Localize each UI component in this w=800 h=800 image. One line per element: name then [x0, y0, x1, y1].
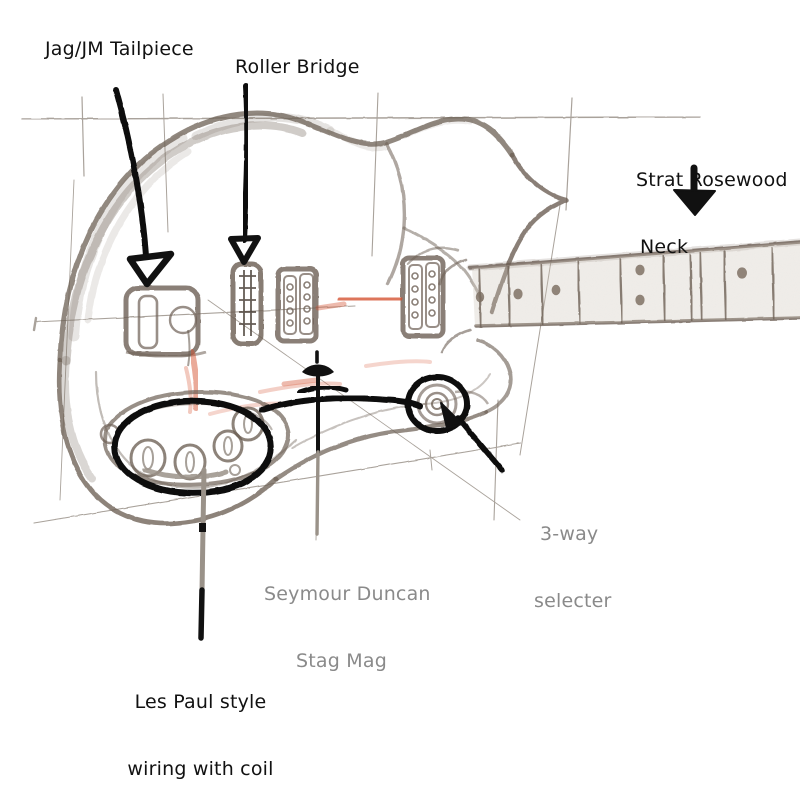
leader-strat-rosewood-neck: [673, 164, 716, 216]
leader-seymour-duncan: [297, 368, 349, 536]
annotation-les-paul-line2: wiring with coil: [127, 758, 274, 781]
jag-jm-tailpiece: [123, 285, 207, 367]
annotation-strat-rosewood-neck-line1: Strat Rosewood: [636, 168, 788, 191]
guitar-neck: [406, 238, 800, 354]
annotation-roller-bridge: Roller Bridge: [235, 56, 360, 78]
leader-les-paul-wiring: [142, 467, 229, 641]
annotation-les-paul-line1: Les Paul style: [134, 690, 267, 713]
neck-pickup: [275, 266, 319, 344]
annotation-three-way-selecter-line2: selecter: [534, 590, 612, 613]
leader-three-way-selecter: [440, 402, 505, 473]
highlight-ellipse-selector: [405, 373, 471, 435]
annotation-three-way-selecter-line1: 3-way: [540, 522, 599, 545]
roller-bridge: [230, 261, 264, 347]
body-shading: [68, 112, 473, 342]
annotation-seymour-duncan-line2: Stag Mag: [296, 650, 387, 673]
annotation-jag-jm-tailpiece: Jag/JM Tailpiece: [45, 38, 194, 60]
annotation-seymour-duncan-stag-mag: Seymour Duncan Stag Mag: [264, 538, 431, 717]
annotation-les-paul-wiring: Les Paul style wiring with coil tap: [118, 646, 283, 800]
highlight-ellipse-controls: [111, 397, 275, 497]
annotation-strat-rosewood-neck-line2: Neck: [640, 236, 689, 259]
annotation-strat-rosewood-neck: Strat Rosewood Neck: [636, 124, 788, 303]
annotation-seymour-duncan-line1: Seymour Duncan: [264, 582, 431, 605]
leader-roller-bridge: [228, 83, 261, 265]
leader-jag-jm-tailpiece: [113, 87, 175, 288]
connector-stroke-body: [259, 395, 423, 413]
bridge-pickup: [400, 255, 446, 339]
annotation-three-way-selecter: 3-way selecter: [534, 478, 612, 657]
red-accent-marks: [184, 293, 432, 416]
